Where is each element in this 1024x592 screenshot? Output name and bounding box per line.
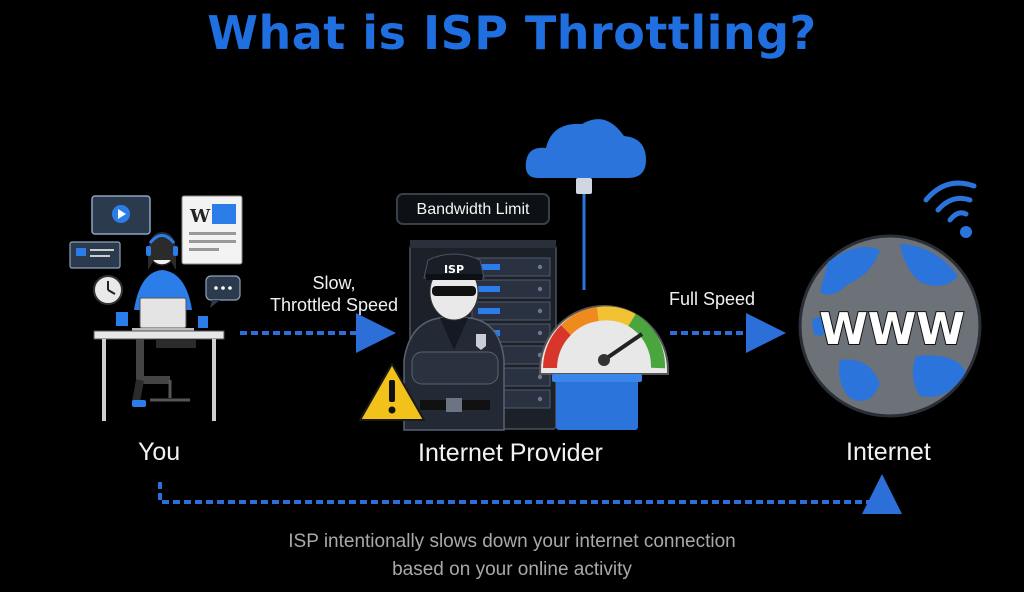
- video-icon: [91, 195, 151, 235]
- user-figure: W: [69, 195, 243, 421]
- doc-letter: W: [189, 206, 211, 227]
- police-officer-icon: ISP: [403, 253, 505, 431]
- full-speed-label: Full Speed: [668, 289, 756, 309]
- internet-label: Internet: [846, 438, 931, 466]
- notification-icon: [69, 241, 121, 269]
- clock-icon: [93, 275, 123, 305]
- provider-label: Internet Provider: [418, 439, 603, 467]
- server-label: ISP: [444, 263, 464, 276]
- throttled-speed-line2: Throttled Speed: [269, 295, 399, 315]
- speedometer-icon: [539, 305, 669, 430]
- globe-icon: WWW: [798, 234, 982, 418]
- you-label: You: [138, 438, 181, 466]
- throttled-speed-line1: Slow,: [312, 273, 356, 293]
- return-flow-arrow: [158, 474, 902, 514]
- cloud-icon: [525, 119, 646, 290]
- page-title: What is ISP Throttling?: [207, 6, 817, 60]
- laptop-icon: [132, 297, 194, 332]
- globe-label: WWW: [819, 304, 965, 355]
- caption-line2: based on your online activity: [392, 559, 632, 580]
- document-icon: W: [181, 195, 243, 265]
- throttled-speed-label: Slow, Throttled Speed: [262, 272, 406, 316]
- warning-icon: [359, 363, 425, 421]
- caption: ISP intentionally slows down your intern…: [200, 528, 824, 584]
- bandwidth-limit-badge: Bandwidth Limit: [396, 193, 550, 225]
- caption-line1: ISP intentionally slows down your intern…: [288, 531, 736, 552]
- wifi-icon: [923, 180, 977, 238]
- chat-icon: [205, 275, 241, 308]
